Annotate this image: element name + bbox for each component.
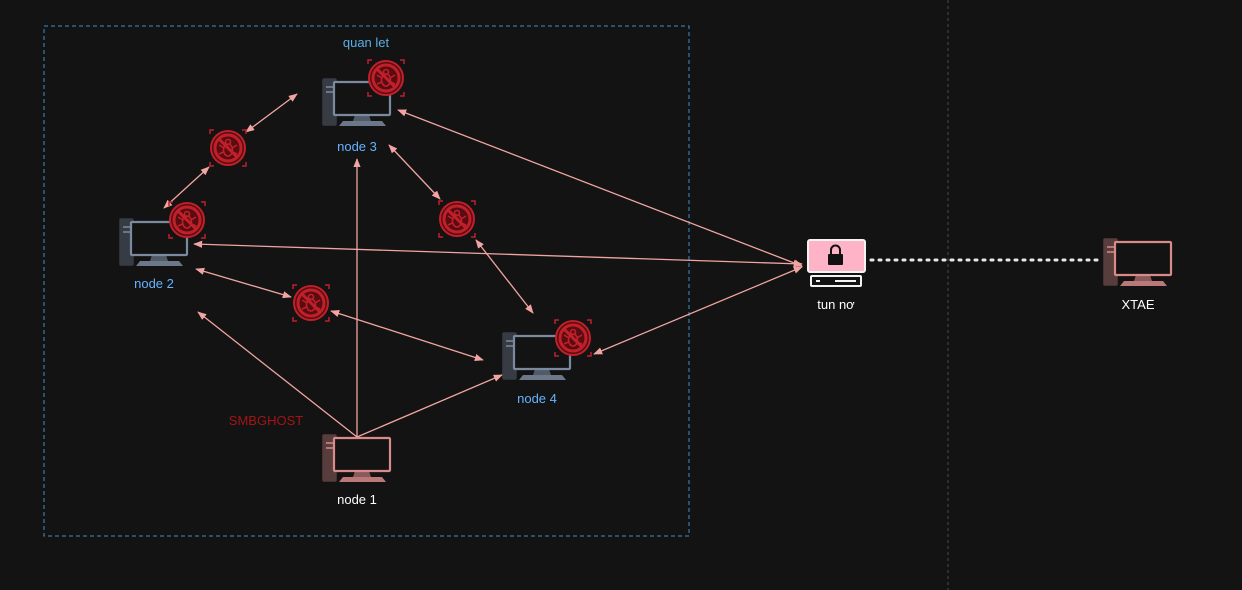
node-3-label: node 3	[337, 139, 377, 154]
node-4-label: node 4	[517, 391, 557, 406]
virus-icon[interactable]	[437, 199, 477, 239]
computer-icon	[1102, 237, 1173, 288]
virus-icon	[366, 58, 406, 98]
edge-node2-virus-c[interactable]	[195, 267, 292, 299]
edge-node3-gateway[interactable]	[397, 109, 803, 267]
edge-node1-node2[interactable]	[197, 311, 358, 438]
edge-virus-c-node4[interactable]	[330, 310, 484, 361]
locked-terminal-icon	[807, 239, 866, 287]
attack-label: SMBGHOST	[229, 413, 303, 428]
virus-icon[interactable]	[291, 283, 331, 323]
virus-icon[interactable]	[208, 128, 248, 168]
edge-virus-a-node2[interactable]	[163, 166, 210, 209]
edge-node4-gateway[interactable]	[593, 266, 803, 355]
edge-node2-gateway[interactable]	[193, 240, 803, 268]
group-label: quan let	[343, 35, 390, 50]
remote-host-label: XTAE	[1122, 297, 1155, 312]
virus-icon	[167, 200, 207, 240]
edge-node3-virus-b[interactable]	[388, 144, 441, 200]
edge-node1-node4[interactable]	[356, 374, 503, 438]
remote-host[interactable]: XTAE	[1102, 237, 1173, 312]
gateway-label: tun nơ	[817, 297, 855, 312]
node-4[interactable]: node 4	[501, 318, 593, 406]
computer-icon	[321, 433, 392, 484]
node-2-label: node 2	[134, 276, 174, 291]
gateway[interactable]: tun nơ	[807, 239, 866, 312]
edge-virus-b-node4[interactable]	[475, 239, 534, 314]
node-1[interactable]: node 1	[321, 433, 392, 507]
virus-icon	[553, 318, 593, 358]
node-3[interactable]: node 3	[321, 58, 406, 154]
edges	[163, 93, 803, 438]
node-1-label: node 1	[337, 492, 377, 507]
node-2[interactable]: node 2	[118, 200, 207, 291]
edge-node3-virus-a[interactable]	[245, 93, 298, 133]
